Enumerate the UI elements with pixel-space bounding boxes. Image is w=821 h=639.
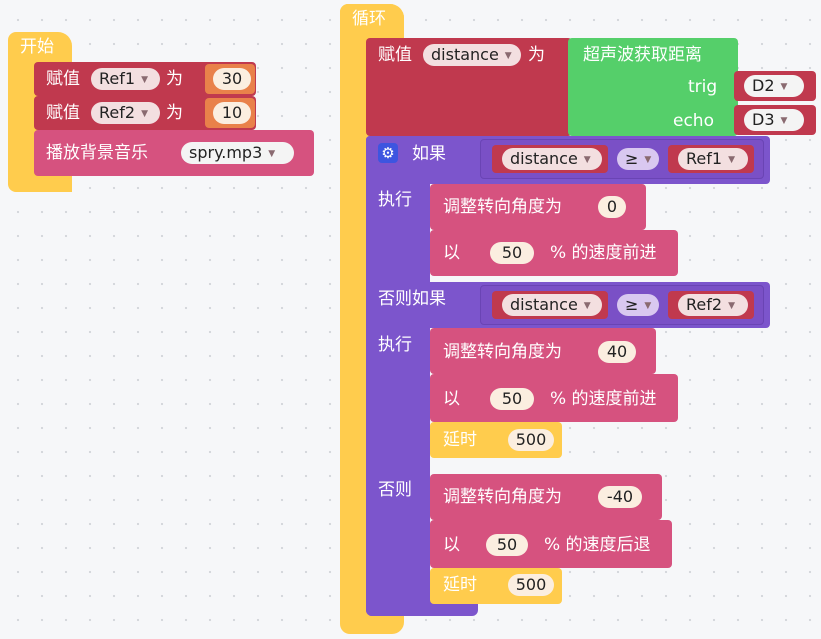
compare-var-dropdown-2[interactable]: distance▼ [502, 294, 602, 316]
echo-pin-dropdown[interactable]: D3▼ [744, 109, 804, 131]
else-if-label: 否则如果 [378, 289, 446, 309]
speed-forward-block-1[interactable] [430, 230, 678, 276]
variable-dropdown-distance[interactable]: distance▼ [423, 44, 521, 66]
turn-label: 调整转向角度为 [443, 197, 562, 217]
speed-field-50[interactable]: 50 [486, 534, 528, 556]
trig-pin-dropdown[interactable]: D2▼ [744, 75, 804, 97]
if-else-block[interactable] [366, 136, 430, 616]
angle-field-neg40[interactable]: -40 [598, 486, 642, 508]
operator-dropdown-2[interactable]: ≥▼ [617, 294, 659, 316]
chevron-down-icon: ▼ [268, 149, 276, 159]
turn-label: 调整转向角度为 [443, 487, 562, 507]
loop-label: 循环 [352, 9, 386, 29]
delay-field-500[interactable]: 500 [508, 429, 554, 451]
speed-forward-block-2[interactable] [430, 374, 678, 422]
compare-var-dropdown-1[interactable]: distance▼ [502, 148, 602, 170]
music-file-dropdown[interactable]: spry.mp3▼ [181, 142, 294, 164]
chevron-down-icon: ▼ [780, 82, 788, 92]
gear-icon[interactable]: ⚙ [378, 143, 398, 163]
angle-field-0[interactable]: 0 [598, 196, 626, 218]
do-label-2: 执行 [378, 335, 412, 355]
variable-dropdown-ref1[interactable]: Ref1▼ [91, 68, 160, 90]
chevron-down-icon: ▼ [141, 109, 148, 119]
angle-field-40[interactable]: 40 [598, 341, 636, 363]
compare-ref-dropdown-2[interactable]: Ref2▼ [678, 294, 748, 316]
delay-field-500[interactable]: 500 [508, 574, 554, 596]
ultrasonic-label: 超声波获取距离 [583, 45, 702, 65]
start-label: 开始 [20, 37, 54, 57]
as-label: 为 [528, 45, 545, 65]
assign-label: 赋值 [46, 103, 80, 123]
assign-label: 赋值 [378, 45, 412, 65]
delay-label: 延时 [443, 575, 477, 595]
chevron-down-icon: ▼ [780, 116, 788, 126]
delay-label: 延时 [443, 430, 477, 450]
chevron-down-icon: ▼ [728, 301, 735, 311]
echo-label: echo [673, 111, 714, 131]
compare-ref-dropdown-1[interactable]: Ref1▼ [678, 148, 748, 170]
operator-dropdown-1[interactable]: ≥▼ [617, 148, 659, 170]
speed-prefix: 以 [443, 243, 460, 263]
speed-prefix: 以 [443, 389, 460, 409]
as-label: 为 [166, 69, 183, 89]
speed-suffix: % 的速度前进 [550, 243, 657, 263]
trig-label: trig [688, 77, 718, 97]
chevron-down-icon: ▼ [644, 301, 652, 311]
value-field-10[interactable]: 10 [213, 102, 251, 124]
speed-field-50[interactable]: 50 [490, 242, 534, 264]
assign-label: 赋值 [46, 69, 80, 89]
chevron-down-icon: ▼ [583, 301, 591, 311]
else-label: 否则 [378, 480, 412, 500]
play-music-label: 播放背景音乐 [46, 143, 148, 163]
ultrasonic-sensor-block[interactable] [568, 38, 738, 136]
as-label: 为 [166, 103, 183, 123]
turn-label: 调整转向角度为 [443, 342, 562, 362]
variable-dropdown-ref2[interactable]: Ref2▼ [91, 102, 160, 124]
value-field-30[interactable]: 30 [213, 68, 251, 90]
speed-backward-block[interactable] [430, 520, 672, 568]
chevron-down-icon: ▼ [644, 155, 652, 165]
chevron-down-icon: ▼ [728, 155, 735, 165]
chevron-down-icon: ▼ [504, 51, 512, 61]
if-label: 如果 [412, 144, 446, 164]
do-label-1: 执行 [378, 190, 412, 210]
speed-field-50[interactable]: 50 [490, 388, 534, 410]
chevron-down-icon: ▼ [141, 75, 148, 85]
speed-suffix: % 的速度前进 [550, 389, 657, 409]
speed-suffix: % 的速度后退 [544, 535, 651, 555]
speed-prefix: 以 [443, 535, 460, 555]
chevron-down-icon: ▼ [583, 155, 591, 165]
